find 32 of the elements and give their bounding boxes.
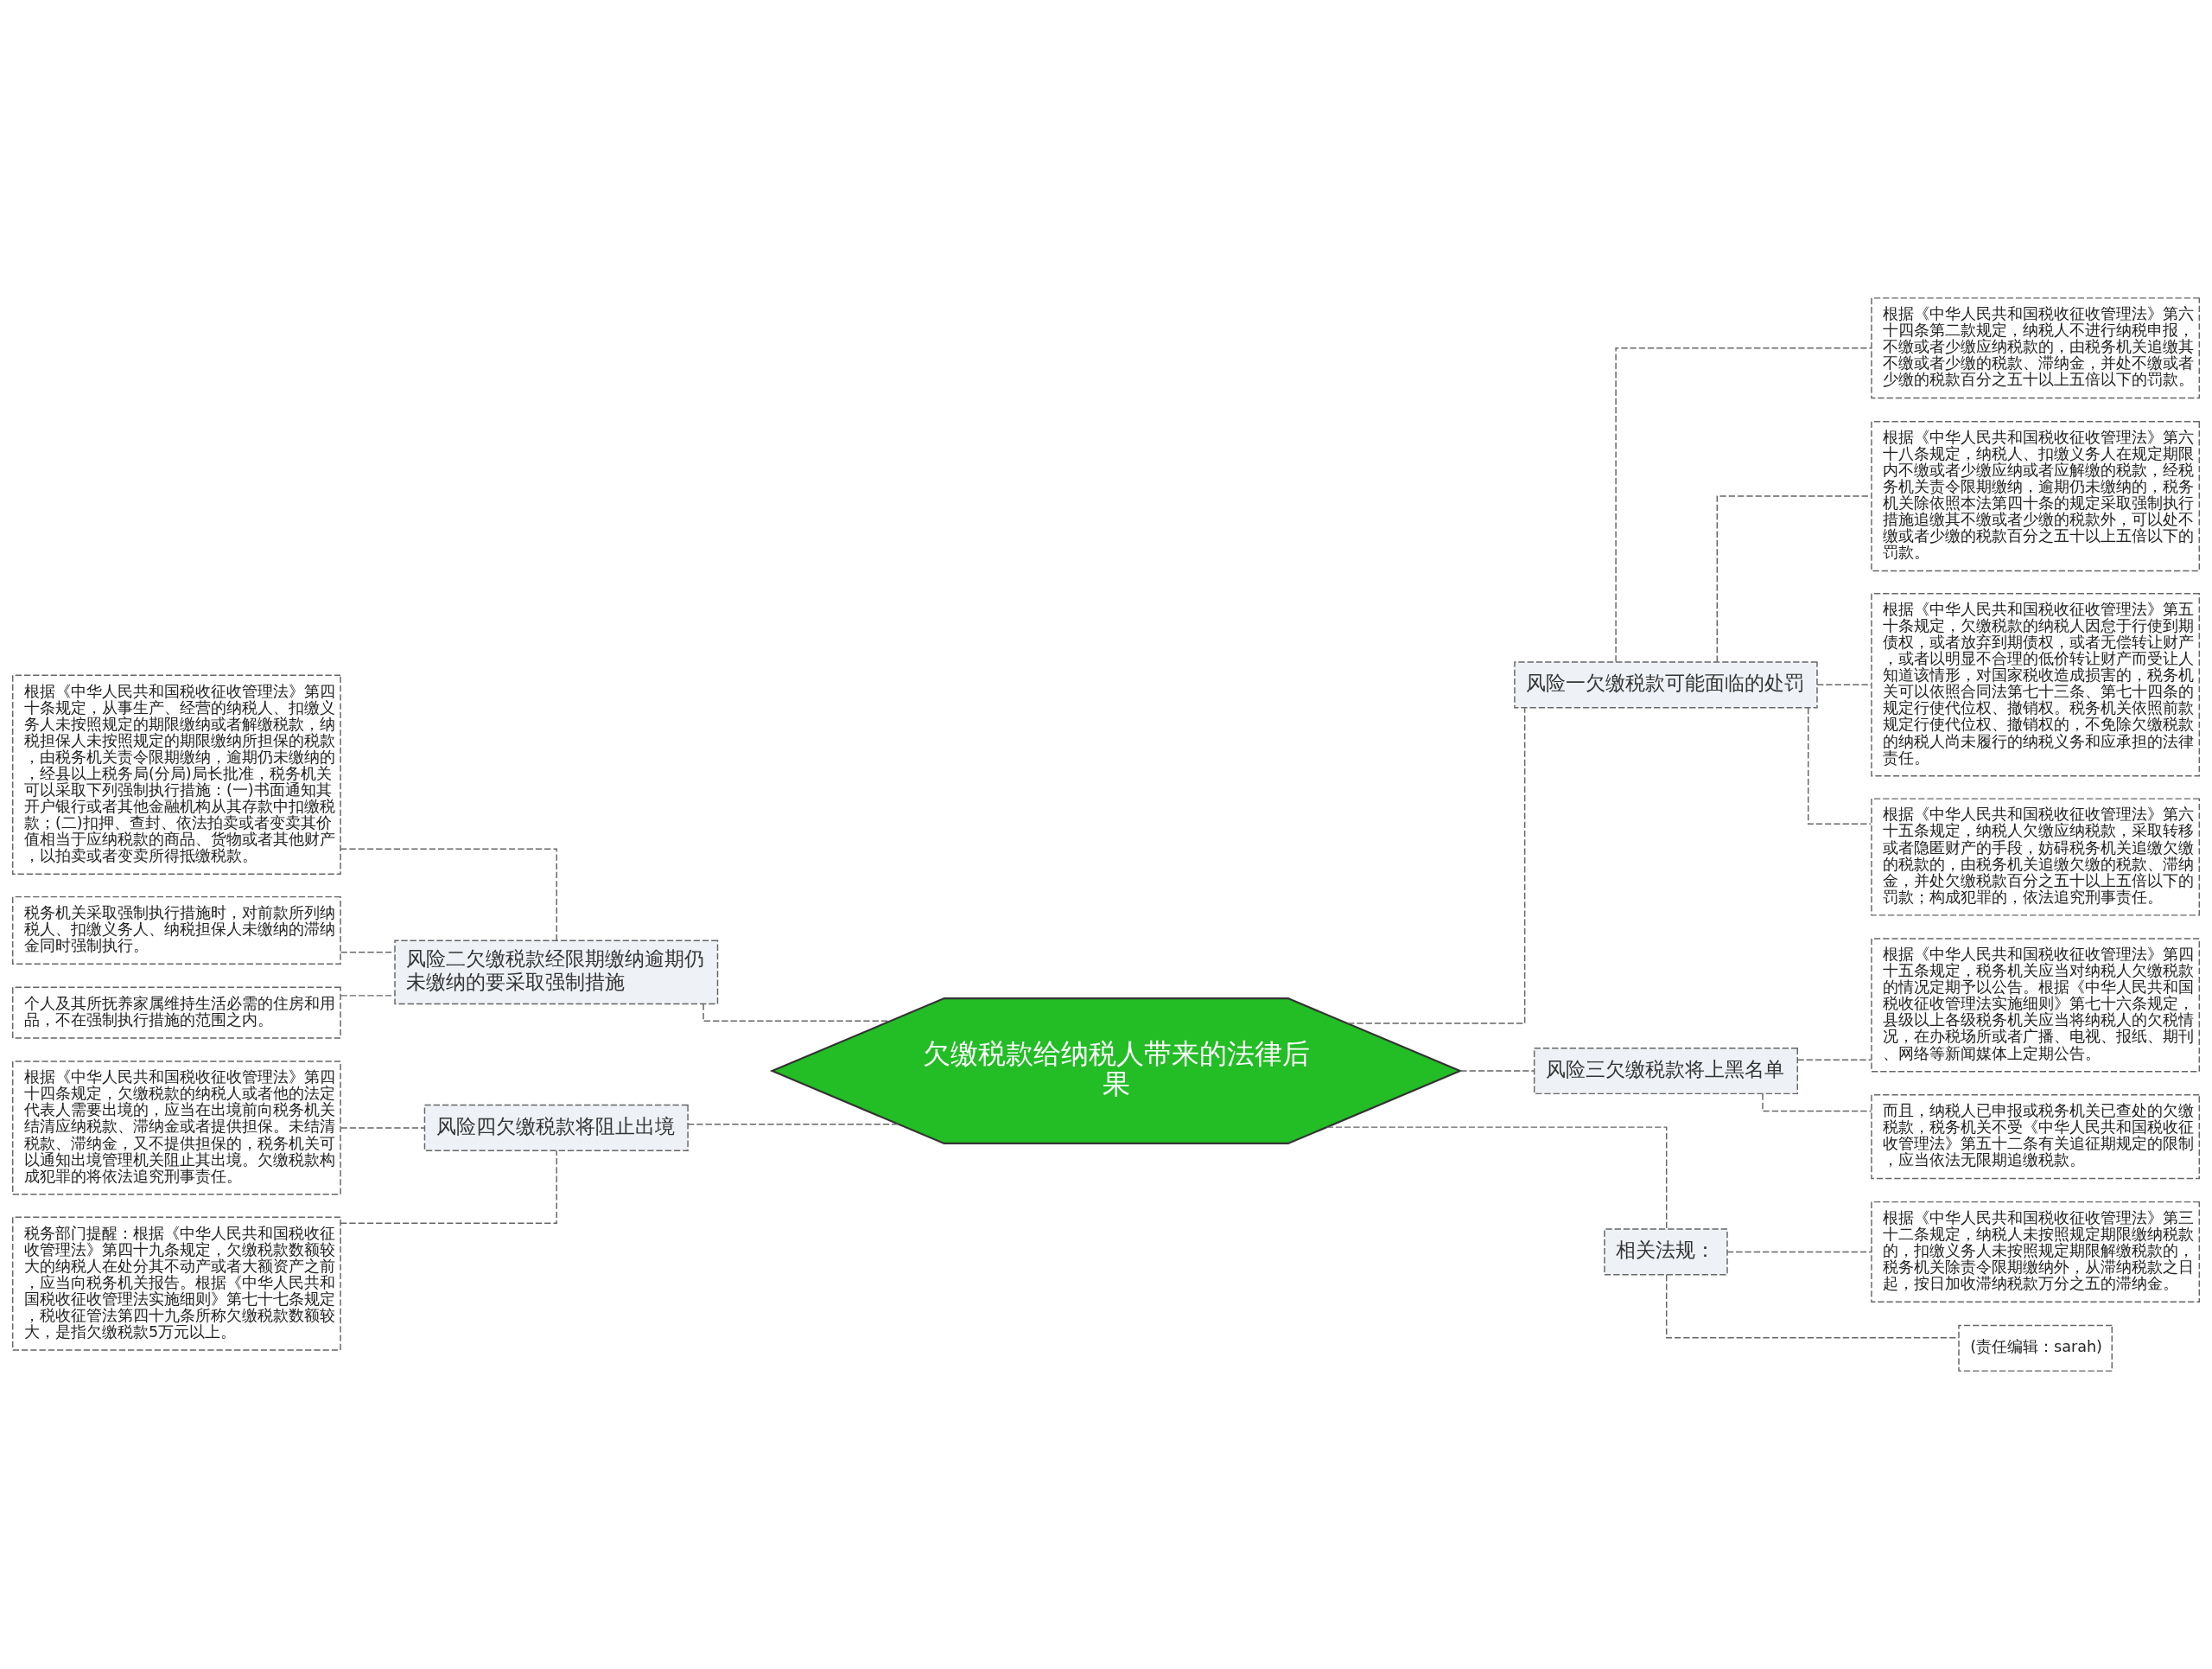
connector	[1665, 1274, 1960, 1339]
node-box: 根据《中华人民共和国税收征收管理法》第三十二条规定，纳税人未按照规定期限缴纳税款的，扣缴义务人未按照规定期限解缴税款的，税务机关除责令限期缴纳外，从滞纳税款之日起，按日加收滞纳税款万分之五的滞纳金。	[1871, 1201, 2201, 1303]
node-box: 根据《中华人民共和国税收征收管理法》第五十条规定，欠缴税款的纳税人因怠于行使到期债权，或者放弃到期债权，或者无偿转让财产，或者以明显不合理的低价转让财产而受让人知道该情形，对国家税收造成损害的，税务机关可以依照合同法第七十三条、第七十四条的规定行使代位权、撤销权。税务机关依照前款规定行使代位权、撤销权的，不免除欠缴税款的纳税人尚未履行的纳税义务和应承担的法律责任。	[1871, 593, 2201, 777]
connector	[340, 848, 557, 941]
node-box: 根据《中华人民共和国税收征收管理法》第六十四条第二款规定，纳税人不进行纳税申报，不缴或者少缴应纳税款的，由税务机关追缴其不缴或者少缴的税款、滞纳金，并处不缴或者少缴的税款百分之五十以上五倍以下的罚款。	[1871, 297, 2201, 399]
node-box: 风险四欠缴税款将阻止出境	[423, 1104, 689, 1151]
node-box: (责任编辑：sarah)	[1958, 1324, 2113, 1372]
node-box: 根据《中华人民共和国税收征收管理法》第四十条规定，从事生产、经营的纳税人、扣缴义务人未按照规定的期限缴纳或者解缴税款，纳税担保人未按照规定的期限缴纳所担保的税款，由税务机关责令限期缴纳，逾期仍未缴纳的，经县以上税务局(分局)局长批准，税务机关可以采取下列强制执行措施：(一)书面通知其开户银行或者其他金融机构从其存款中扣缴税款；(二)扣押、查封、依法拍卖或者变卖其价值相当于应纳税款的商品、货物或者其他财产，以拍卖或者变卖所得抵缴税款。	[11, 674, 341, 875]
node-box: 风险三欠缴税款将上黑名单	[1533, 1047, 1798, 1095]
connector	[1726, 1251, 1872, 1253]
connector	[340, 995, 396, 997]
connector	[340, 1127, 425, 1129]
connector	[1808, 707, 1872, 825]
node-box: 个人及其所抚养家属维持生活必需的住房和用品，不在强制执行措施的范围之内。	[11, 986, 341, 1039]
node-box: 根据《中华人民共和国税收征收管理法》第六十八条规定，纳税人、扣缴义务人在规定期限内不缴或者少缴应纳或者应解缴的税款，经税务机关责令限期缴纳，逾期仍未缴纳的，税务机关除依照本法第四十条的规定采取强制执行措施追缴其不缴或者少缴的税款外，可以处不缴或者少缴的税款百分之五十以上五倍以下的罚款。	[1871, 420, 2201, 572]
connector	[1615, 347, 1872, 663]
node-box: 根据《中华人民共和国税收征收管理法》第六十五条规定，纳税人欠缴应纳税款，采取转移或者隐匿财产的手段，妨碍税务机关追缴欠缴的税款的，由税务机关追缴欠缴的税款、滞纳金，并处欠缴税款百分之五十以上五倍以下的罚款；构成犯罪的，依法追究刑事责任。	[1871, 798, 2201, 916]
node-box: 税务机关采取强制执行措施时，对前款所列纳税人、扣缴义务人、纳税担保人未缴纳的滞纳金同时强制执行。	[11, 895, 341, 965]
connector	[687, 1123, 899, 1125]
node-box: 税务部门提醒：根据《中华人民共和国税收征收管理法》第四十九条规定，欠缴税款数额较大的纳税人在处分其不动产或者大额资产之前，应当向税务机关报告。根据《中华人民共和国税收征收管理法实施细则》第七十七条规定，税收征管法第四十九条所称欠缴税款数额较大，是指欠缴税款5万元以上。	[11, 1216, 341, 1351]
node-box: 风险二欠缴税款经限期缴纳逾期仍未缴纳的要采取强制措施	[394, 940, 719, 1005]
connector	[1325, 1126, 1668, 1230]
node-box: 风险一欠缴税款可能面临的处罚	[1514, 661, 1818, 709]
connector	[1796, 1059, 1872, 1061]
connector	[340, 1150, 557, 1224]
node-box: 而且，纳税人已申报或税务机关已查处的欠缴税款，税务机关不受《中华人民共和国税收征收管理法》第五十二条有关追征期规定的限制，应当依法无限期追缴税款。	[1871, 1094, 2201, 1180]
connector	[1347, 707, 1526, 1024]
connector	[1459, 1070, 1535, 1072]
node-box: 相关法规：	[1604, 1228, 1728, 1276]
connector	[340, 952, 396, 953]
node-box: 根据《中华人民共和国税收征收管理法》第四十四条规定，欠缴税款的纳税人或者他的法定代表人需要出境的，应当在出境前向税务机关结清应纳税款、滞纳金或者提供担保。未结清税款、滞纳金，又不提供担保的，税务机关可以通知出境管理机关阻止其出境。欠缴税款构成犯罪的将依法追究刑事责任。	[11, 1061, 341, 1195]
node-box: 根据《中华人民共和国税收征收管理法》第四十五条规定，税务机关应当对纳税人欠缴税款的情况定期予以公告。根据《中华人民共和国税收征收管理法实施细则》第七十六条规定，县级以上各级税务机关应当将纳税人的欠税情况，在办税场所或者广播、电视、报纸、期刊、网络等新闻媒体上定期公告。	[1871, 938, 2201, 1073]
